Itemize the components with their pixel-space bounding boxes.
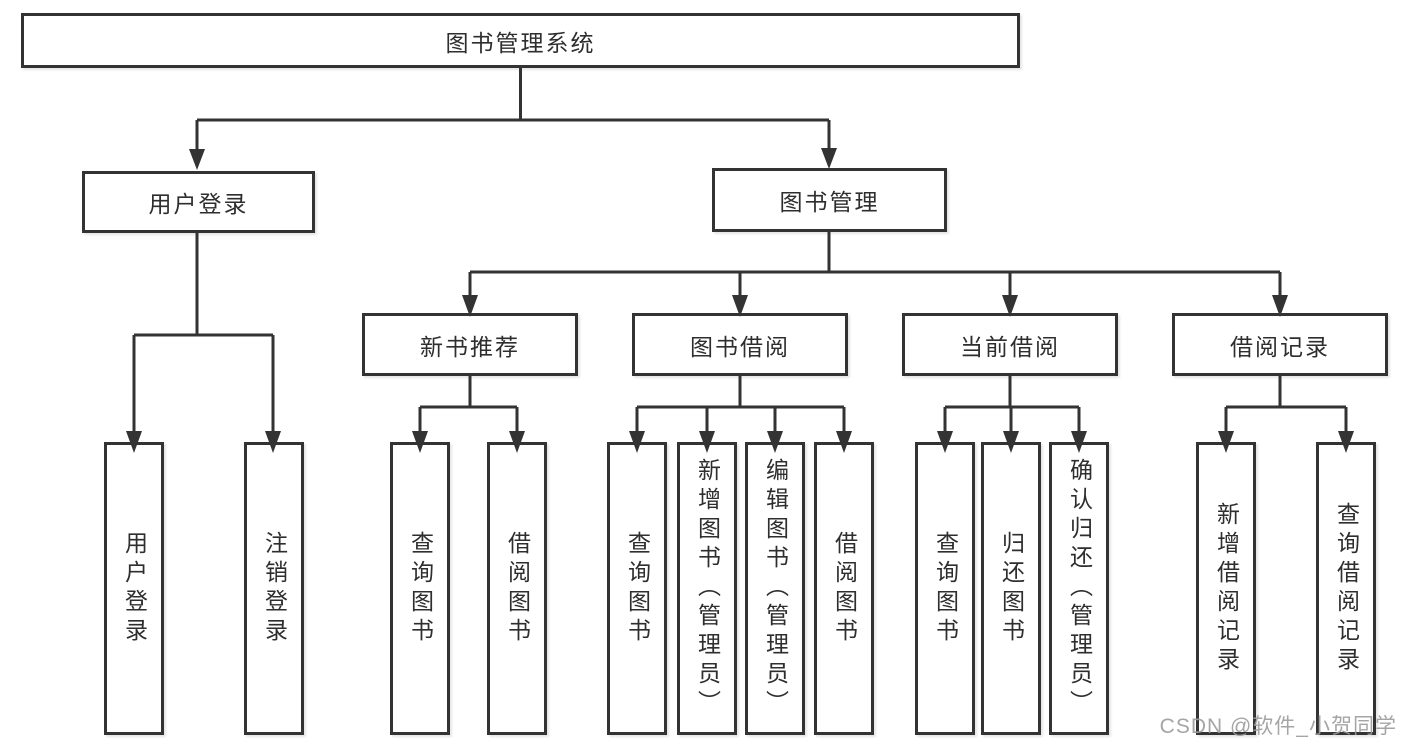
- leaf-query-books-borrowing: 查询图书: [607, 442, 667, 735]
- leaf-query-borrow-record-label: 查询借阅记录: [1333, 501, 1360, 676]
- leaf-borrow-books: 借阅图书: [814, 442, 874, 735]
- leaf-user-login-label: 用户登录: [121, 530, 148, 647]
- node-book-management-label: 图书管理: [779, 189, 880, 215]
- leaf-borrow-books-recommend: 借阅图书: [487, 442, 547, 735]
- node-new-book-recommendation: 新书推荐: [362, 313, 578, 376]
- leaf-add-books-admin: 新增图书（管理员）: [677, 442, 737, 735]
- node-borrowing-records: 借阅记录: [1172, 313, 1388, 376]
- leaf-user-login: 用户登录: [104, 442, 164, 735]
- leaf-query-books-recommend-label: 查询图书: [407, 530, 434, 647]
- node-user-login-label: 用户登录: [148, 191, 249, 217]
- leaf-borrow-books-label: 借阅图书: [831, 530, 858, 647]
- leaf-edit-books-admin-label: 编辑图书（管理员）: [762, 458, 789, 719]
- node-book-borrowing-label: 图书借阅: [690, 333, 790, 360]
- node-root-label: 图书管理系统: [445, 29, 596, 56]
- csdn-watermark: CSDN @软件_小贺同学: [1159, 715, 1397, 738]
- leaf-confirm-return-admin-label: 确认归还（管理员）: [1066, 458, 1093, 719]
- node-current-borrowing: 当前借阅: [902, 313, 1118, 376]
- node-user-login: 用户登录: [82, 171, 315, 233]
- leaf-query-borrow-record: 查询借阅记录: [1316, 442, 1376, 735]
- leaf-logout: 注销登录: [244, 442, 304, 735]
- node-current-borrowing-label: 当前借阅: [960, 333, 1060, 360]
- node-borrowing-records-label: 借阅记录: [1230, 333, 1330, 360]
- leaf-query-books-current: 查询图书: [915, 442, 975, 735]
- leaf-confirm-return-admin: 确认归还（管理员）: [1049, 442, 1109, 735]
- node-book-borrowing: 图书借阅: [632, 313, 848, 376]
- leaf-query-books-recommend: 查询图书: [390, 442, 450, 735]
- leaf-query-books-current-label: 查询图书: [932, 530, 959, 647]
- leaf-query-books-borrowing-label: 查询图书: [624, 530, 651, 647]
- leaf-return-books-label: 归还图书: [998, 530, 1025, 647]
- node-book-management: 图书管理: [712, 168, 947, 232]
- leaf-logout-label: 注销登录: [261, 530, 288, 647]
- node-new-book-recommendation-label: 新书推荐: [420, 333, 520, 360]
- leaf-add-borrow-record: 新增借阅记录: [1196, 442, 1256, 735]
- leaf-add-books-admin-label: 新增图书（管理员）: [694, 458, 721, 719]
- leaf-borrow-books-recommend-label: 借阅图书: [504, 530, 531, 647]
- leaf-add-borrow-record-label: 新增借阅记录: [1213, 501, 1240, 676]
- node-root: 图书管理系统: [21, 13, 1020, 68]
- leaf-edit-books-admin: 编辑图书（管理员）: [745, 442, 805, 735]
- leaf-return-books: 归还图书: [981, 442, 1041, 735]
